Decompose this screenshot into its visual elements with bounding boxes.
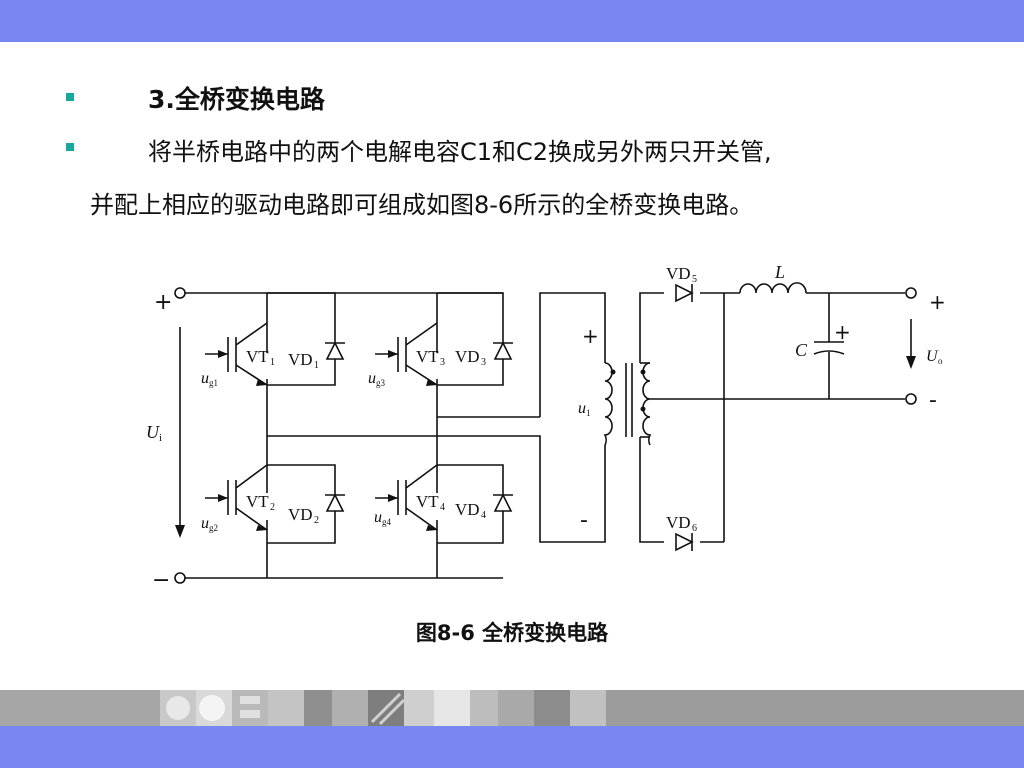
output-voltage-subscript: o [938, 356, 943, 366]
ug1-subscript: g1 [209, 378, 218, 388]
vt2-subscript: 2 [270, 502, 275, 513]
ug3-label: u [368, 370, 376, 387]
ug1-label: u [201, 370, 209, 387]
vd2-subscript: 2 [314, 515, 319, 526]
primary-plus-label: + [582, 324, 599, 348]
vd1-label: VD [288, 350, 313, 369]
output-voltage-label: U [926, 348, 939, 365]
vt1-subscript: 1 [270, 357, 275, 368]
input-minus-label: − [152, 568, 170, 585]
vd3-subscript: 3 [481, 357, 486, 368]
vd6-subscript: 6 [692, 523, 697, 534]
capacitor-label: C [795, 340, 808, 360]
vd6-label: VD [666, 513, 691, 532]
vt4-subscript: 4 [440, 502, 445, 513]
primary-voltage-subscript: 1 [586, 408, 591, 418]
input-voltage-label: U [146, 422, 160, 442]
figure-caption: 图8-6 全桥变换电路 [415, 621, 609, 645]
input-plus-label: + [154, 290, 172, 315]
bullet-marker-1 [66, 93, 74, 101]
vt3-subscript: 3 [440, 357, 445, 368]
vd4-subscript: 4 [481, 510, 486, 521]
ug2-label: u [201, 515, 209, 532]
vt4-label: VT [416, 492, 439, 511]
primary-minus-label: - [580, 508, 588, 533]
vt1-label: VT [246, 347, 269, 366]
inductor-label: L [774, 262, 785, 282]
vt2-label: VT [246, 492, 269, 511]
full-bridge-circuit-diagram: + − U i VT 1 VT 2 VT 3 VT 4 VD 1 VD 2 VD… [146, 262, 946, 585]
input-voltage-subscript: i [159, 432, 162, 444]
vt3-label: VT [416, 347, 439, 366]
vd1-subscript: 1 [314, 360, 319, 371]
vd3-label: VD [455, 347, 480, 366]
ug4-label: u [374, 509, 382, 526]
top-band [0, 0, 1024, 42]
vd4-label: VD [455, 500, 480, 519]
primary-voltage-label: u [578, 400, 586, 417]
ug3-subscript: g3 [376, 378, 386, 388]
output-minus-label: - [929, 388, 937, 413]
vd5-label: VD [666, 264, 691, 283]
ug2-subscript: g2 [209, 523, 218, 533]
paragraph-line-2: 并配上相应的驱动电路即可组成如图8-6所示的全桥变换电路。 [90, 191, 754, 219]
vd2-label: VD [288, 505, 313, 524]
ug4-subscript: g4 [382, 517, 392, 527]
bullet-marker-2 [66, 143, 74, 151]
vd5-subscript: 5 [692, 274, 697, 285]
output-plus-label: + [929, 290, 946, 314]
bottom-band [0, 726, 1024, 768]
paragraph-line-1: 将半桥电路中的两个电解电容C1和C2换成另外两只开关管, [148, 138, 772, 166]
decorative-photo-strip [0, 690, 1024, 726]
capacitor-plus-label: + [834, 320, 851, 344]
section-heading: 3.全桥变换电路 [148, 85, 325, 114]
